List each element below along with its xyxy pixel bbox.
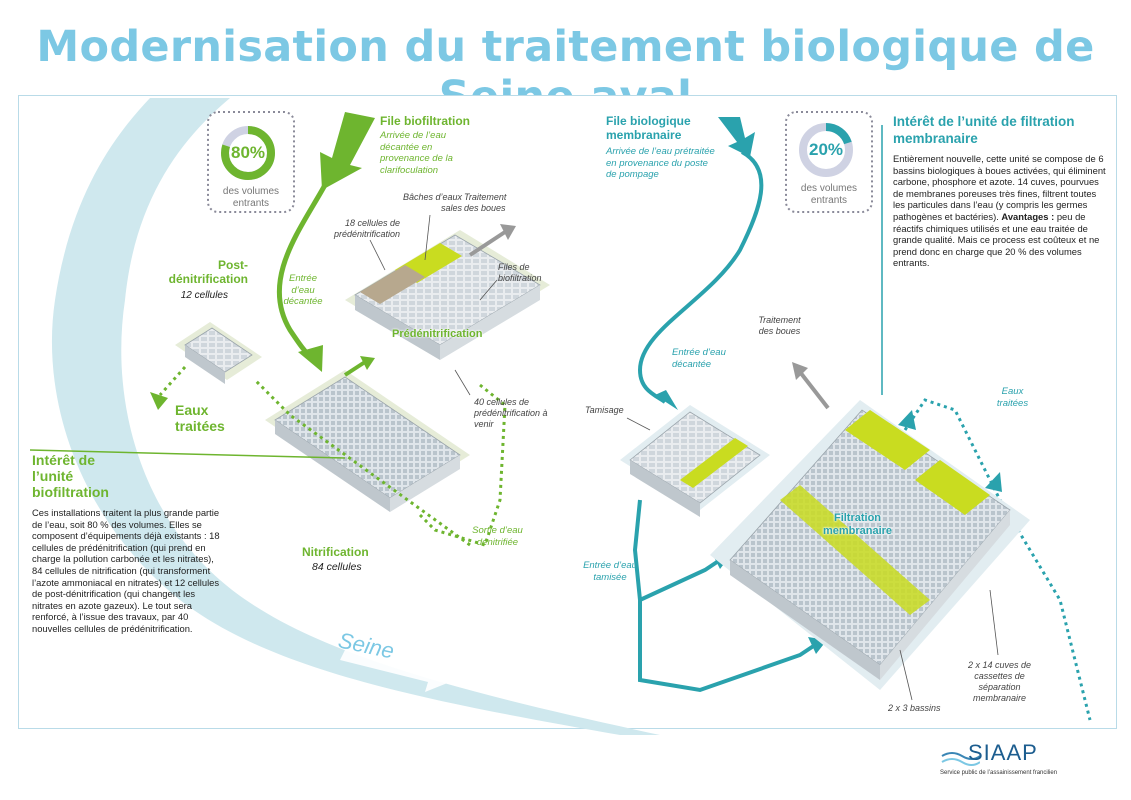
membrane-heading: File biologique membranaire bbox=[606, 114, 691, 142]
percent-80-value: 80% bbox=[230, 143, 266, 162]
label-bassins: 2 x 3 bassins bbox=[888, 703, 941, 713]
entree-eau-tamisee: Entrée d’eau tamisée bbox=[583, 560, 637, 583]
percent-20-value: 20% bbox=[808, 140, 844, 159]
nitrification-building-front bbox=[390, 455, 460, 512]
sludge-arrowhead bbox=[500, 224, 516, 240]
eaux-traitees-right: Eaux traitées bbox=[996, 386, 1029, 409]
label-40-cells: 40 cellules de prédénitrification à veni… bbox=[474, 397, 548, 429]
tamisage-building-side bbox=[630, 460, 700, 517]
siaap-logo: SIAAP Service public de l’assainissement… bbox=[940, 740, 1090, 785]
interet-biofiltration-title: Intérêt de l’unité biofiltration bbox=[32, 452, 109, 500]
green-arrow-to-predenit bbox=[343, 360, 367, 377]
label-files-biofiltration: Files de biofiltration bbox=[498, 262, 542, 283]
treated-arrowhead bbox=[150, 392, 168, 410]
sieved-flow-line bbox=[632, 499, 722, 603]
membrane-building-front bbox=[880, 510, 1010, 680]
dotted-treated-line bbox=[158, 366, 187, 396]
post-denit-cells: 12 cellules bbox=[180, 290, 228, 301]
entree-eau-decantee-right: Entrée d’eau décantée bbox=[672, 347, 726, 370]
label-tamisage: Tamisage bbox=[585, 405, 624, 415]
siaap-tagline: Service public de l’assainissement franc… bbox=[940, 770, 1058, 776]
membrane-main-flow bbox=[637, 150, 764, 404]
biofiltration-subtitle: Arrivée de l’eau décantée en provenance … bbox=[380, 130, 453, 176]
entree-eau-decantee-left: Entrée d’eau décantée bbox=[283, 273, 323, 307]
interet-leader-line bbox=[29, 449, 346, 459]
predenit-building-side bbox=[355, 295, 440, 360]
avantages-label: Avantages : bbox=[1001, 210, 1055, 222]
leader-40cells bbox=[454, 369, 471, 396]
teal-treated-arrowhead bbox=[898, 410, 916, 430]
membrane-sludge-arrowhead bbox=[792, 362, 808, 380]
membrane-sludge-arrow bbox=[798, 370, 830, 410]
membrane-building-side bbox=[730, 560, 880, 680]
ring-80-fill bbox=[221, 126, 275, 180]
membrane-inlet-arrow bbox=[718, 117, 755, 157]
siaap-name: SIAAP bbox=[968, 740, 1038, 765]
membrane-interet-title: Intérêt de l’unité de filtration membran… bbox=[893, 114, 1075, 146]
nitrification-building-side bbox=[275, 420, 390, 512]
siaap-wave-icon bbox=[941, 752, 980, 766]
percent-20-caption: des volumes entrants bbox=[800, 183, 858, 206]
post-denit-title: Post-dénitrification bbox=[168, 258, 248, 286]
leader-tamisage bbox=[626, 417, 651, 431]
postdenit-building-top bbox=[184, 327, 253, 373]
predenit-building-front bbox=[440, 285, 540, 360]
membrane-flow-arrowhead bbox=[655, 390, 678, 410]
leader-files bbox=[479, 279, 498, 301]
predenit-roof-brown bbox=[360, 265, 425, 304]
membrane-subtitle: Arrivée de l’eau prétraitée en provenanc… bbox=[606, 146, 715, 180]
percent-80-caption: des volumes entrants bbox=[222, 186, 280, 209]
membrane-green-strip-2 bbox=[915, 460, 990, 515]
river-arrow-shape bbox=[340, 650, 455, 692]
leader-cuves bbox=[989, 589, 999, 656]
postdenit-building-side bbox=[185, 345, 225, 384]
sieved-flow-line-2 bbox=[638, 600, 817, 693]
eaux-traitees-left: Eaux traitées bbox=[175, 402, 225, 434]
nitrification-label: Nitrification bbox=[302, 545, 369, 559]
dotted-treated-teal bbox=[903, 398, 1092, 721]
tamisage-green-roof bbox=[680, 438, 748, 488]
tamisage-building-top bbox=[629, 411, 761, 504]
green-arrowhead-to-predenit bbox=[360, 356, 375, 370]
biofiltration-heading: File biofiltration bbox=[380, 114, 470, 128]
membrane-interet-body: Entièrement nouvelle, cette unité se com… bbox=[893, 153, 1106, 269]
leader-bassins bbox=[899, 649, 913, 701]
interet-biofiltration-body: Ces installations traitent la plus grand… bbox=[32, 507, 220, 634]
predenit-label: Prédénitrification bbox=[392, 328, 483, 340]
leader-predenit-cells bbox=[369, 239, 386, 271]
sortie-eau-denitrifiee: Sortie d’eau dénitrifiée bbox=[472, 525, 523, 548]
river-seine bbox=[51, 98, 660, 735]
label-18-cells: 18 cellules de prédénitrification bbox=[333, 218, 400, 239]
teal-upper-arrowhead bbox=[985, 472, 1002, 492]
decanted-flow-line bbox=[276, 183, 328, 360]
ring-20-fill bbox=[799, 123, 853, 177]
label-traitement-boues-right: Traitement des boues bbox=[758, 315, 801, 336]
membrane-green-strip-1 bbox=[845, 410, 930, 470]
label-baches: Bâches d’eaux sales bbox=[402, 192, 462, 213]
label-cuves: 2 x 14 cuves de cassettes de séparation … bbox=[967, 660, 1032, 703]
label-traitement-boues-left: Traitement des boues bbox=[464, 192, 507, 213]
sludge-arrow bbox=[468, 230, 507, 257]
filtration-label: Filtration membranaire bbox=[822, 512, 893, 537]
membrane-green-strip-3 bbox=[780, 485, 930, 615]
decanted-flow-arrowhead bbox=[298, 345, 323, 372]
leader-baches bbox=[424, 214, 431, 261]
nitrification-cells: 84 cellules bbox=[312, 561, 362, 573]
biofiltration-inlet-arrow bbox=[320, 112, 375, 190]
